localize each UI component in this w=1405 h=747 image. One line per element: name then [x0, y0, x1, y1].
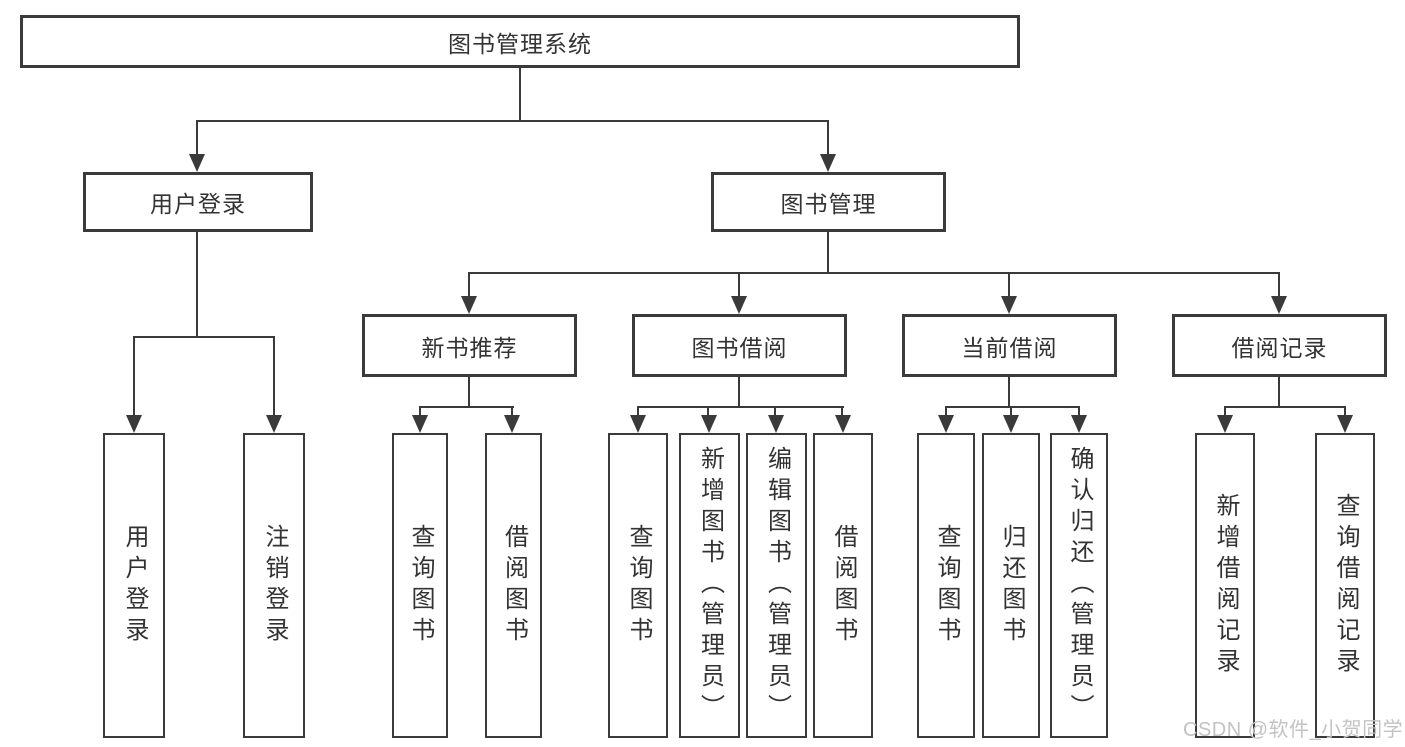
connector-line: [827, 232, 829, 274]
arrowhead-icon: [266, 415, 282, 433]
arrowhead-icon: [189, 154, 205, 172]
leaf-return-books: 归还图书: [982, 433, 1040, 738]
arrowhead-icon: [938, 415, 954, 433]
connector-line: [1224, 406, 1346, 408]
connector-line: [273, 336, 275, 416]
leaf-user-login: 用户登录: [103, 433, 165, 738]
connector-line: [468, 272, 1280, 274]
connector-line: [1008, 377, 1010, 408]
leaf-query-books-3: 查询图书: [917, 433, 975, 738]
connector-line: [774, 406, 776, 417]
csdn-watermark: CSDN @软件_小贺同学: [1183, 719, 1404, 741]
arrowhead-icon: [1001, 296, 1017, 314]
connector-line: [419, 406, 514, 408]
arrowhead-icon: [820, 154, 836, 172]
node-borrow-records-label: 借阅记录: [1231, 334, 1328, 361]
node-book-borrow-label: 图书借阅: [691, 334, 788, 361]
node-current-borrow: 当前借阅: [902, 314, 1117, 377]
leaf-label: 新增借阅记录: [1212, 492, 1239, 679]
leaf-add-books-admin: 新增图书（管理员）: [679, 433, 740, 738]
connector-line: [1078, 406, 1080, 417]
arrowhead-icon: [701, 415, 717, 433]
arrowhead-icon: [630, 415, 646, 433]
leaf-confirm-return-admin: 确认归还（管理员）: [1050, 433, 1108, 738]
connector-line: [468, 272, 470, 298]
node-borrow-records: 借阅记录: [1172, 314, 1387, 377]
leaf-query-books-1: 查询图书: [392, 433, 448, 738]
node-user-login-label: 用户登录: [150, 191, 246, 217]
node-root: 图书管理系统: [20, 15, 1020, 68]
leaf-borrow-books-1: 借阅图书: [485, 433, 542, 738]
connector-line: [196, 120, 829, 122]
node-root-label: 图书管理系统: [448, 30, 592, 57]
leaf-borrow-books-2: 借阅图书: [813, 433, 873, 738]
connector-line: [1008, 272, 1010, 298]
connector-line: [1010, 406, 1012, 417]
connector-line: [1344, 406, 1346, 417]
leaf-label: 借阅图书: [500, 523, 528, 648]
node-current-borrow-label: 当前借阅: [961, 334, 1058, 361]
arrowhead-icon: [126, 415, 142, 433]
connector-line: [738, 377, 740, 408]
arrowhead-icon: [1271, 296, 1287, 314]
arrowhead-icon: [412, 415, 428, 433]
arrowhead-icon: [1337, 415, 1353, 433]
leaf-label: 查询图书: [625, 523, 652, 648]
connector-line: [637, 406, 639, 417]
leaf-label: 确认归还（管理员）: [1066, 446, 1093, 725]
node-new-books: 新书推荐: [362, 314, 577, 377]
leaf-logout: 注销登录: [243, 433, 305, 738]
connector-line: [196, 232, 198, 338]
node-book-mgmt-label: 图书管理: [780, 191, 877, 217]
connector-line: [468, 377, 470, 408]
connector-line: [707, 406, 709, 417]
connector-line: [945, 406, 1080, 408]
leaf-edit-books-admin: 编辑图书（管理员）: [746, 433, 807, 738]
leaf-label: 查询借阅记录: [1332, 492, 1359, 679]
node-book-borrow: 图书借阅: [632, 314, 847, 377]
connector-line: [738, 272, 740, 298]
leaf-label: 归还图书: [998, 523, 1025, 648]
arrowhead-icon: [768, 415, 784, 433]
connector-line: [511, 406, 513, 417]
node-book-mgmt: 图书管理: [711, 172, 946, 232]
leaf-label: 编辑图书（管理员）: [763, 446, 791, 725]
connector-line: [196, 120, 198, 156]
arrowhead-icon: [461, 296, 477, 314]
leaf-query-borrow-record: 查询借阅记录: [1315, 433, 1375, 738]
connector-line: [637, 406, 844, 408]
connector-line: [519, 68, 521, 122]
leaf-query-books-2: 查询图书: [608, 433, 668, 738]
leaf-label: 用户登录: [121, 523, 148, 648]
leaf-add-borrow-record: 新增借阅记录: [1195, 433, 1255, 738]
connector-line: [1278, 272, 1280, 298]
node-user-login: 用户登录: [83, 172, 313, 232]
leaf-label: 新增图书（管理员）: [696, 446, 724, 725]
connector-line: [841, 406, 843, 417]
connector-line: [945, 406, 947, 417]
connector-line: [1278, 377, 1280, 408]
leaf-label: 查询图书: [933, 523, 960, 648]
arrowhead-icon: [1217, 415, 1233, 433]
connector-line: [827, 120, 829, 156]
connector-line: [419, 406, 421, 417]
leaf-label: 借阅图书: [830, 523, 857, 648]
arrowhead-icon: [731, 296, 747, 314]
leaf-label: 注销登录: [261, 523, 288, 648]
arrowhead-icon: [835, 415, 851, 433]
node-new-books-label: 新书推荐: [421, 334, 518, 361]
connector-line: [1224, 406, 1226, 417]
connector-line: [133, 336, 275, 338]
arrowhead-icon: [1003, 415, 1019, 433]
arrowhead-icon: [1071, 415, 1087, 433]
arrowhead-icon: [504, 415, 520, 433]
connector-line: [133, 336, 135, 416]
leaf-label: 查询图书: [407, 523, 434, 648]
